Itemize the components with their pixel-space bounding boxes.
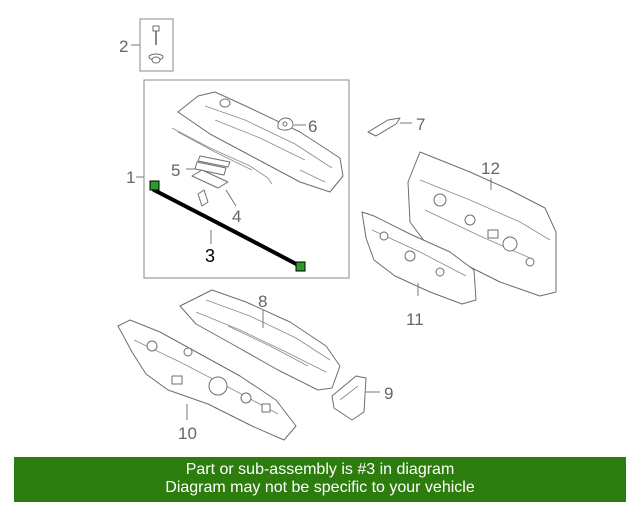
callout-9: 9 [384, 384, 393, 403]
callout-4: 4 [232, 207, 241, 226]
callout-10: 10 [178, 424, 197, 443]
part-2-fastener-box [139, 18, 174, 72]
info-banner: Part or sub-assembly is #3 in diagram Di… [14, 457, 626, 502]
part-10-bulkhead [117, 319, 297, 441]
callout-7: 7 [416, 115, 425, 134]
part-11-insulator [361, 211, 477, 305]
callout-1: 1 [126, 168, 135, 187]
banner-line-2: Diagram may not be specific to your vehi… [165, 479, 475, 496]
callout-11: 11 [406, 310, 424, 329]
callout-5: 5 [171, 161, 180, 180]
part-3-highlighted-seal [149, 180, 306, 272]
part-12-dash-panel [407, 151, 557, 297]
part-9-bracket [331, 375, 367, 421]
weatherstrip-edge [177, 131, 253, 171]
parts-diagram: 2 1 5 4 6 3 7 [117, 18, 557, 443]
part-8-cowl-panel [179, 289, 341, 391]
callout-6: 6 [308, 117, 317, 136]
part-4-clip [191, 169, 229, 207]
banner-line-1: Part or sub-assembly is #3 in diagram [185, 461, 455, 478]
callout-12: 12 [481, 159, 500, 178]
callout-2: 2 [119, 37, 128, 56]
part-5-bracket [194, 155, 231, 176]
weatherstrip [171, 127, 273, 185]
leader-4 [225, 189, 237, 207]
callout-3: 3 [205, 246, 215, 266]
callout-8: 8 [258, 292, 267, 311]
cowl-panel-upper [177, 91, 344, 193]
part-6-grommet [277, 117, 294, 131]
part-7-bracket [367, 117, 401, 137]
